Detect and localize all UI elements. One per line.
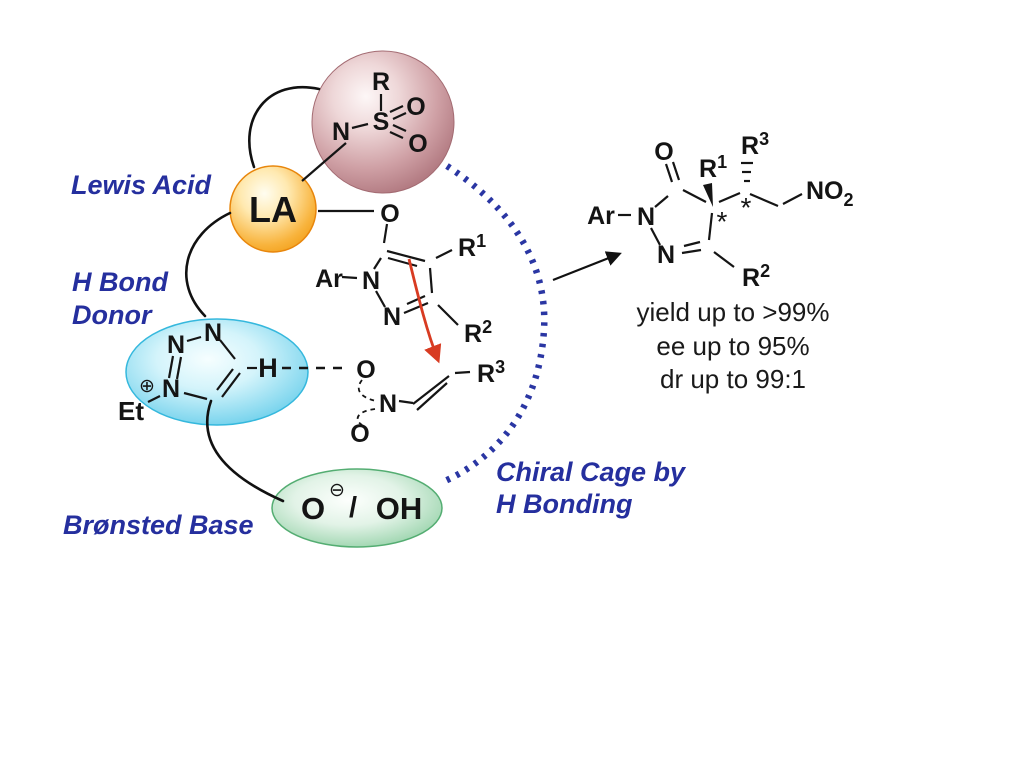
yield-text: yield up to >99% bbox=[637, 297, 830, 327]
sulfonamide-r-label: R bbox=[372, 68, 390, 96]
substrate-r2-label: R2 bbox=[464, 317, 492, 348]
product-no2-base: NO bbox=[806, 177, 844, 205]
mechanism-arrow bbox=[407, 258, 442, 364]
stereocenter-star-2: * bbox=[741, 192, 752, 223]
product-r1-label: R1 bbox=[699, 152, 727, 183]
product-r2-base: R bbox=[742, 264, 760, 292]
nitro-o-upper-label: O bbox=[356, 356, 375, 384]
lewis-acid-annotation: Lewis Acid bbox=[71, 170, 212, 200]
substrate-r2-sup: 2 bbox=[482, 317, 492, 337]
bronsted-base-annotation: Brønsted Base bbox=[63, 510, 254, 540]
nitroalkene-r3-sup: 3 bbox=[495, 357, 505, 377]
substrate-ar-label: Ar bbox=[315, 265, 343, 293]
nitro-o-lower-label: O bbox=[350, 420, 369, 448]
substrate-n1-label: N bbox=[362, 267, 380, 295]
sulfonamide-o-lower-label: O bbox=[408, 130, 427, 158]
triazolium-bonds bbox=[147, 335, 257, 403]
sulfonamide-o-upper-label: O bbox=[406, 93, 425, 121]
product-r2-label: R2 bbox=[742, 261, 770, 292]
product-r2-sup: 2 bbox=[760, 261, 770, 281]
nitroalkene-r3-label: R3 bbox=[477, 357, 505, 388]
h-bond-donor-annotation-line1: H Bond bbox=[72, 267, 168, 297]
product-r1-sup: 1 bbox=[717, 152, 727, 172]
nitroalkene-bonds bbox=[356, 370, 471, 426]
product-ar-label: Ar bbox=[587, 202, 615, 230]
product-o-label: O bbox=[654, 138, 673, 166]
base-oh-label: OH bbox=[376, 491, 423, 526]
triazolium-n-plus-label: N bbox=[162, 375, 180, 403]
lewis-acid-circle bbox=[229, 165, 317, 253]
triazolium-ellipse bbox=[125, 318, 309, 426]
chiral-cage-arc bbox=[443, 163, 548, 484]
substrate-bonds bbox=[341, 223, 459, 326]
sulfonamide-bonds bbox=[301, 94, 407, 182]
product-arrow bbox=[552, 251, 622, 282]
triazolium-h-label: H bbox=[258, 353, 278, 383]
base-slash-label: / bbox=[349, 492, 357, 524]
h-bond-donor-annotation-line2: Donor bbox=[72, 300, 153, 330]
wedge-bond bbox=[703, 183, 713, 207]
product-bonds bbox=[618, 161, 803, 268]
product-n2-label: N bbox=[657, 241, 675, 269]
substrate-r1-sup: 1 bbox=[476, 231, 486, 251]
product-r3-sup: 3 bbox=[759, 129, 769, 149]
chiral-cage-annotation-line2: H Bonding bbox=[496, 489, 633, 519]
minus-charge-icon: ⊖ bbox=[329, 480, 345, 501]
nitro-n-label: N bbox=[379, 390, 397, 418]
triazolium-ethyl-label: Et bbox=[118, 396, 144, 426]
sulfonamide-n-label: N bbox=[332, 118, 350, 146]
base-ellipse bbox=[271, 468, 443, 548]
linker-curve-bottom bbox=[205, 399, 285, 503]
product-n1-label: N bbox=[637, 203, 655, 231]
dr-text: dr up to 99:1 bbox=[660, 364, 806, 394]
base-o-label: O bbox=[301, 491, 325, 526]
substrate-enol-o-label: O bbox=[380, 200, 399, 228]
substrate-r2-base: R bbox=[464, 320, 482, 348]
product-r3-label: R3 bbox=[741, 129, 769, 160]
sulfonamide-s-label: S bbox=[373, 108, 390, 136]
product-r1-base: R bbox=[699, 155, 717, 183]
triazolium-n-top-right-label: N bbox=[204, 319, 222, 347]
nitroalkene-r3-base: R bbox=[477, 360, 495, 388]
triazolium-n-top-left-label: N bbox=[167, 331, 185, 359]
product-no2-sub: 2 bbox=[844, 190, 854, 210]
linker-curve-middle bbox=[184, 211, 232, 318]
substrate-n2-label: N bbox=[383, 303, 401, 331]
stereocenter-star-1: * bbox=[717, 206, 728, 237]
lewis-acid-symbol: LA bbox=[249, 189, 297, 230]
chiral-cage-annotation-line1: Chiral Cage by bbox=[496, 457, 687, 487]
plus-charge-icon: ⊕ bbox=[139, 376, 155, 397]
substrate-r1-label: R1 bbox=[458, 231, 486, 262]
linker-curve-top bbox=[248, 86, 321, 169]
sulfonamide-sphere bbox=[311, 50, 455, 194]
substrate-r1-base: R bbox=[458, 234, 476, 262]
ee-text: ee up to 95% bbox=[656, 331, 809, 361]
product-r3-base: R bbox=[741, 132, 759, 160]
product-no2-label: NO2 bbox=[806, 177, 854, 210]
